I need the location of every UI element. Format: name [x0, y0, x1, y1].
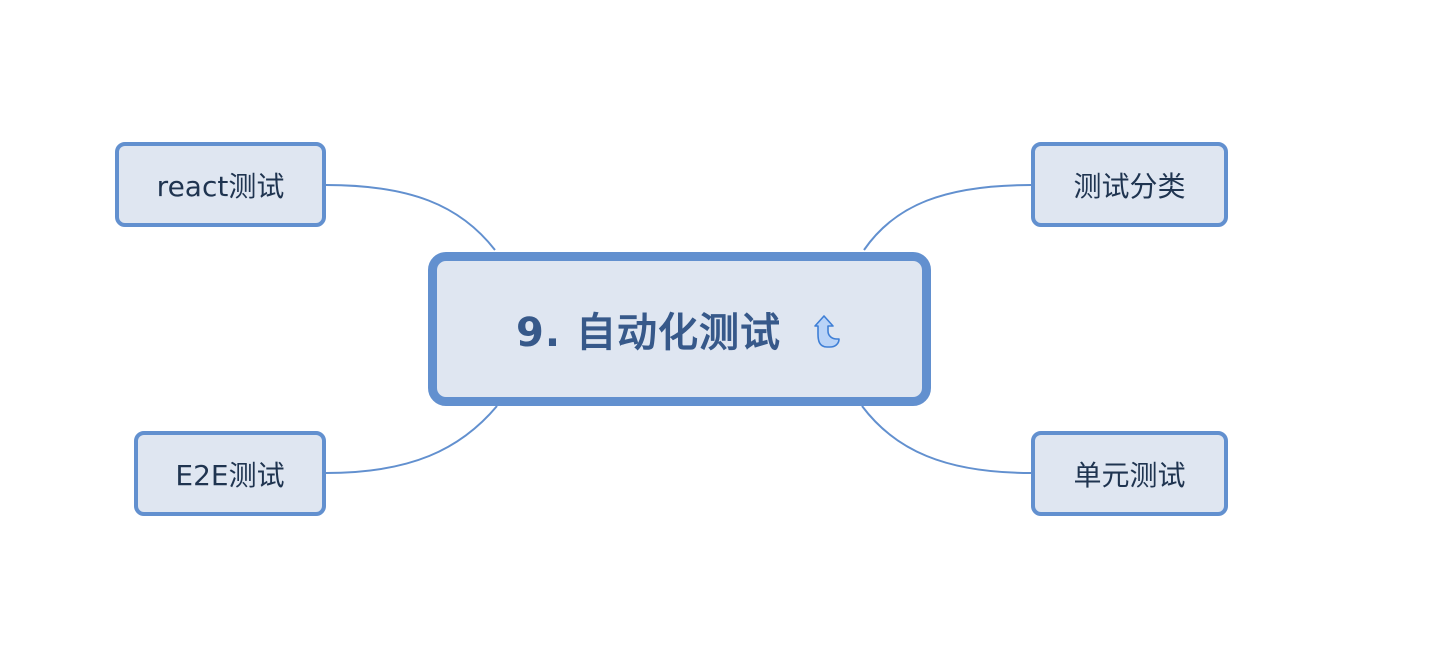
branch-react-testing[interactable]: react测试 — [115, 142, 326, 227]
branch-e2e-testing-label: E2E测试 — [175, 458, 285, 492]
connector-react — [325, 184, 496, 251]
branch-e2e-testing[interactable]: E2E测试 — [134, 431, 326, 516]
branch-test-categories-label: 测试分类 — [1073, 169, 1186, 203]
branch-react-testing-label: react测试 — [156, 169, 285, 203]
central-topic[interactable]: 9. 自动化测试 — [428, 252, 931, 406]
branch-test-categories[interactable]: 测试分类 — [1031, 142, 1228, 227]
connector-e2e — [325, 405, 498, 474]
connector-category — [863, 184, 1032, 251]
refresh-arrow-icon[interactable] — [805, 312, 843, 350]
branch-unit-testing[interactable]: 单元测试 — [1031, 431, 1228, 516]
central-topic-label: 9. 自动化测试 — [516, 310, 781, 356]
connector-unit — [861, 405, 1032, 474]
branch-unit-testing-label: 单元测试 — [1073, 458, 1186, 492]
